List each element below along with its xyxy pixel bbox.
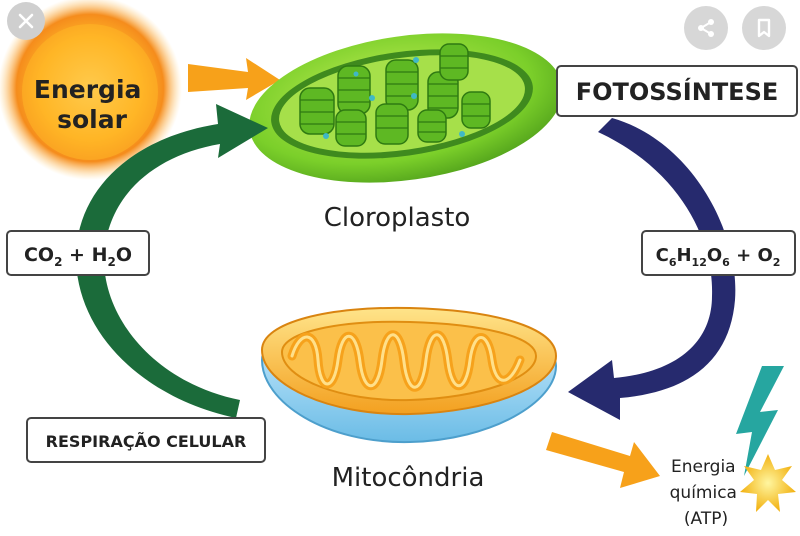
formula-right-plus-o: + O bbox=[730, 245, 773, 266]
sun-label: Energia solar bbox=[34, 75, 150, 134]
formula-right-sub6b: 6 bbox=[722, 256, 730, 269]
sun-label-line2: solar bbox=[57, 105, 127, 134]
formula-left: CO2 + H2O bbox=[24, 244, 132, 269]
arrow-navy-right bbox=[568, 118, 736, 420]
bookmark-icon bbox=[757, 18, 771, 38]
formula-left-sub2: 2 bbox=[54, 255, 62, 269]
chemical-energy-line2: química bbox=[670, 483, 737, 503]
formula-right: C6H12O6 + O2 bbox=[656, 245, 781, 269]
chemical-energy-line1: Energia bbox=[671, 457, 736, 477]
mitochondria-label: Mitocôndria bbox=[332, 463, 485, 493]
formula-left-co: CO bbox=[24, 244, 54, 266]
share-button[interactable] bbox=[684, 6, 728, 50]
share-icon bbox=[698, 19, 714, 37]
photosynthesis-label: FOTOSSÍNTESE bbox=[576, 77, 779, 106]
mitochondria bbox=[260, 306, 558, 444]
formula-left-plus-h: + H bbox=[62, 244, 107, 266]
close-button[interactable] bbox=[7, 2, 45, 40]
formula-right-sub6: 6 bbox=[669, 256, 677, 269]
formula-right-o: O bbox=[707, 245, 722, 266]
sun-label-line1: Energia bbox=[34, 75, 142, 104]
formula-box-right bbox=[641, 230, 796, 276]
arrow-green-left bbox=[75, 104, 268, 418]
energy-star-icon bbox=[740, 454, 796, 512]
formula-left-o: O bbox=[116, 244, 132, 266]
cellular-respiration-label: RESPIRAÇÃO CELULAR bbox=[46, 432, 247, 451]
sun bbox=[0, 0, 182, 180]
formula-right-h: H bbox=[676, 245, 691, 266]
formula-left-sub2b: 2 bbox=[108, 255, 116, 269]
chemical-energy-label: Energia química (ATP) bbox=[670, 457, 743, 529]
chloroplast bbox=[249, 33, 563, 183]
arrow-sun-to-chloroplast bbox=[188, 58, 280, 100]
thylakoid-stacks bbox=[299, 43, 491, 147]
bookmark-button[interactable] bbox=[742, 6, 786, 50]
formula-right-sub2: 2 bbox=[773, 256, 781, 269]
formula-right-sub12: 12 bbox=[692, 256, 707, 269]
arrow-mitochondria-to-atp bbox=[546, 432, 660, 488]
chloroplast-label: Cloroplasto bbox=[324, 203, 471, 233]
formula-right-c: C bbox=[656, 245, 669, 266]
chemical-energy-line3: (ATP) bbox=[684, 509, 728, 529]
cellular-respiration-box bbox=[26, 417, 266, 463]
close-icon bbox=[18, 13, 34, 29]
photosynthesis-box bbox=[556, 65, 798, 117]
lightning-bolt-icon bbox=[736, 366, 784, 476]
formula-box-left bbox=[6, 230, 150, 276]
